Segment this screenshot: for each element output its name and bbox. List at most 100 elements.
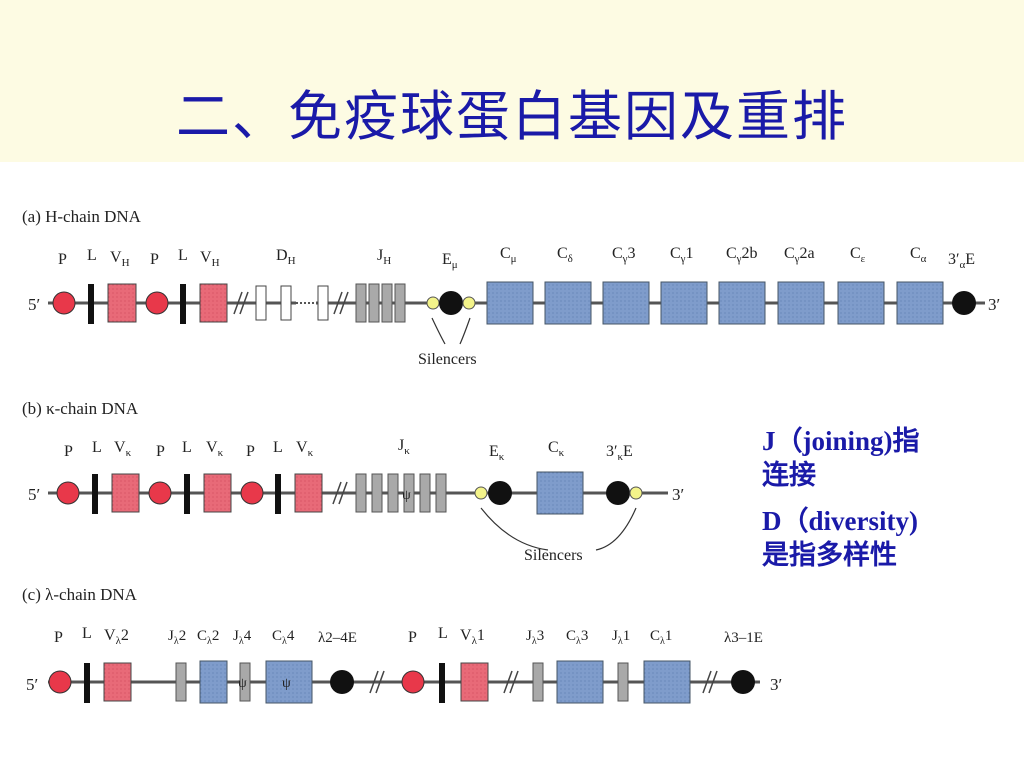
h-label-calpha: Cα <box>910 245 927 265</box>
l-label-p2: P <box>408 629 417 646</box>
l-enhancer-2-4 <box>330 670 354 694</box>
l-label-l2: L <box>438 625 448 642</box>
panel-lambda-chain-title: (c) λ-chain DNA <box>22 585 138 604</box>
k-leader-1 <box>92 474 98 514</box>
k-5prime: 5′ <box>28 485 40 504</box>
l-3prime: 3′ <box>770 675 782 694</box>
l-label-v2: Vλ1 <box>460 627 485 647</box>
l-label-j3: Jλ3 <box>526 628 544 647</box>
h-c-delta <box>544 281 592 325</box>
k-psi: ψ <box>402 488 411 503</box>
k-v-segment-1 <box>111 473 140 513</box>
h-label-cdelta: Cδ <box>557 245 573 265</box>
l-label-j1: Jλ1 <box>612 628 630 647</box>
k-label-j: Jκ <box>398 437 410 457</box>
l-psi-j4: ψ <box>238 676 247 691</box>
l-j-segment-4 <box>239 662 251 702</box>
panel-h-chain: (a) H-chain DNA 5′ 3′ P L VH P L VH DH J… <box>22 207 1000 368</box>
k-label-v2: Vκ <box>206 439 224 459</box>
l-leader-2 <box>439 663 445 703</box>
h-break-1 <box>233 291 249 315</box>
h-label-cg2b: Cγ2b <box>726 245 758 265</box>
l-c-segment-3 <box>556 660 604 704</box>
h-j-segment-3 <box>381 283 393 323</box>
l-promoter-1 <box>48 670 72 694</box>
h-c-gamma3 <box>602 281 650 325</box>
l-label-e31: λ3–1E <box>724 630 763 646</box>
k-v-segment-2 <box>203 473 232 513</box>
h-j-segment-2 <box>368 283 380 323</box>
l-label-c2: Cλ2 <box>197 628 219 647</box>
h-label-v2: VH <box>200 249 220 269</box>
k-silencer-arrow-2 <box>595 507 637 551</box>
h-label-d: DH <box>276 247 296 267</box>
h-label-l2: L <box>178 247 188 264</box>
h-leader-2 <box>180 284 186 324</box>
l-break-3 <box>702 670 718 694</box>
h-3prime: 3′ <box>988 295 1000 314</box>
h-label-cg1: Cγ1 <box>670 245 694 265</box>
k-label-e: Eκ <box>489 443 505 463</box>
l-label-l1: L <box>82 625 92 642</box>
h-c-gamma1 <box>660 281 708 325</box>
l-label-c4: Cλ4 <box>272 628 295 647</box>
k-label-l3: L <box>273 439 283 456</box>
h-label-l1: L <box>87 247 97 264</box>
k-label-p2: P <box>156 443 165 460</box>
h-c-mu <box>486 281 534 325</box>
h-label-ceps: Cε <box>850 245 866 265</box>
l-label-p1: P <box>54 629 63 646</box>
k-promoter-3 <box>240 481 264 505</box>
l-c-segment-2 <box>199 660 228 704</box>
h-silencer-arrow-1 <box>431 317 446 345</box>
h-d-segment-3 <box>317 285 329 321</box>
h-promoter-2 <box>145 291 169 315</box>
page-title: 二、免疫球蛋白基因及重排 <box>176 85 848 148</box>
panel-h-chain-title: (a) H-chain DNA <box>22 207 142 226</box>
k-promoter-2 <box>148 481 172 505</box>
k-label-p3: P <box>246 443 255 460</box>
note-joining-line1: J（joining)指 <box>762 426 920 456</box>
h-label-e3: 3′αE <box>948 251 975 271</box>
notes: J（joining)指 连接 D（diversity) 是指多样性 <box>762 424 1012 584</box>
k-label-l1: L <box>92 439 102 456</box>
k-label-c: Cκ <box>548 439 565 459</box>
k-label-l2: L <box>182 439 192 456</box>
h-5prime: 5′ <box>28 295 40 314</box>
l-break-2 <box>503 670 519 694</box>
h-v-segment-2 <box>199 283 228 323</box>
k-j-pseudo <box>403 473 415 513</box>
l-5prime: 5′ <box>26 675 38 694</box>
panel-lambda-chain: (c) λ-chain DNA 5′ 3′ P L Vλ2 Jλ2 Cλ2 Jλ… <box>22 585 782 704</box>
l-c-segment-1 <box>643 660 691 704</box>
l-psi-c4: ψ <box>282 676 291 691</box>
k-promoter-1 <box>56 481 80 505</box>
h-c-epsilon <box>837 281 885 325</box>
k-label-v1: Vκ <box>114 439 132 459</box>
h-break-2 <box>333 291 349 315</box>
k-silencer-arrow-1 <box>480 507 549 551</box>
k-enhancer-intronic <box>488 481 512 505</box>
k-3prime: 3′ <box>672 485 684 504</box>
h-enhancer-mu <box>439 291 463 315</box>
l-c-segment-4 <box>265 660 313 704</box>
immunoglobulin-gene-diagram: (a) H-chain DNA 5′ 3′ P L VH P L VH DH J… <box>22 207 1000 704</box>
h-j-segment-4 <box>394 283 406 323</box>
l-j-segment-1 <box>617 662 629 702</box>
note-diversity: D（diversity) 是指多样性 <box>762 504 1012 572</box>
h-label-p2: P <box>150 251 159 268</box>
h-label-cg3: Cγ3 <box>612 245 636 265</box>
k-silencer-2 <box>629 486 643 500</box>
k-j-segment-5 <box>435 473 447 513</box>
k-label-p1: P <box>64 443 73 460</box>
h-label-e: Eμ <box>442 251 458 271</box>
h-d-segment-2 <box>280 285 292 321</box>
note-diversity-line2: 是指多样性 <box>762 540 897 570</box>
l-j-segment-2 <box>175 662 187 702</box>
h-c-alpha <box>896 281 944 325</box>
h-silencers-label: Silencers <box>418 351 477 368</box>
figure-background <box>0 162 1024 768</box>
h-label-j: JH <box>377 247 391 267</box>
h-c-gamma2a <box>777 281 825 325</box>
l-break-1 <box>369 670 385 694</box>
